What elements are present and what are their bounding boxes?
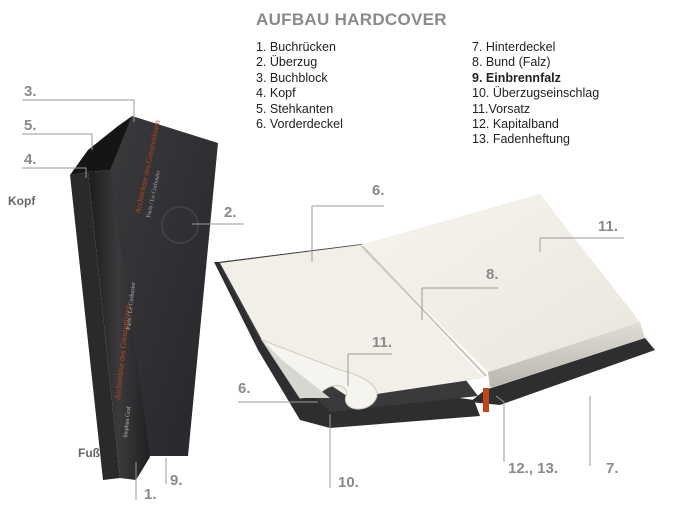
callout-fuss: Fuß [78,446,100,460]
open-book-endpaper-curl [260,338,378,410]
legend-item: 8. Bund (Falz) [472,55,551,70]
open-book-front-cover [214,262,480,428]
leader-3 [22,99,135,122]
callout-kopf: Kopf [8,194,36,208]
spine-author-text: Stephan Graf [122,406,132,438]
standing-book: Architektur des Grenzenlosen Paris / Le … [70,116,218,480]
callout-7: 7. [606,460,619,477]
open-book-front-pages [262,340,330,398]
callout-10: 10. [338,474,359,491]
callout-11-mid: 11. [372,334,393,351]
callout-1: 1. [144,486,157,503]
legend-item: 7. Hinterdeckel [472,40,556,54]
legend-item: 11.Vorsatz [472,101,531,116]
standing-book-head [70,116,132,175]
standing-book-spine [88,170,150,480]
standing-book-cover [108,116,218,456]
leader-5 [22,133,93,150]
diagram-title: AUFBAU HARDCOVER [256,10,447,29]
legend-item: 9. Einbrennfalz [472,70,561,85]
open-book-page-edge [488,322,645,388]
legend-item: 6. Vorderdeckel [256,117,343,132]
legend-item: 3. Buchblock [256,70,328,85]
callout-2: 2. [224,204,237,221]
callout-6-left: 6. [238,380,251,397]
callout-5: 5. [24,117,37,134]
callout-4: 4. [24,151,37,168]
callout-12-13: 12., 13. [508,460,559,477]
legend-item: 13. Fadenheftung [472,132,570,147]
legend-item: 2. Überzug [256,55,318,70]
callout-9: 9. [170,472,183,489]
open-book-back-cover [470,338,655,405]
legend-item: 10. Überzugseinschlag [472,86,600,101]
callout-6-top: 6. [372,182,385,199]
open-book-left-page [220,245,484,398]
callout-11-top: 11. [598,218,619,235]
legend-right: 7. Hinterdeckel 8. Bund (Falz) 9. Einbre… [472,40,599,148]
legend-left: 1. Buchrücken 2. Überzug 3. Buchblock 4.… [256,40,343,132]
legend-item: 4. Kopf [256,86,296,101]
legend-item: 12. Kapitalband [472,117,559,132]
callout-3: 3. [24,83,37,100]
leader-4 [22,167,87,178]
spine-subtitle-text: Paris / Le Corbusier [126,282,137,331]
legend-item: 5. Stehkanten [256,101,334,116]
cover-emblem [161,206,199,244]
standing-book-spine-side [70,172,120,480]
leader-12-13 [495,395,505,462]
open-book-headband [483,388,489,412]
open-book-gutter [361,245,487,377]
leader-lines [22,99,624,500]
legend-item: 1. Buchrücken [256,40,336,54]
callout-8: 8. [486,266,499,283]
open-book [214,194,655,428]
